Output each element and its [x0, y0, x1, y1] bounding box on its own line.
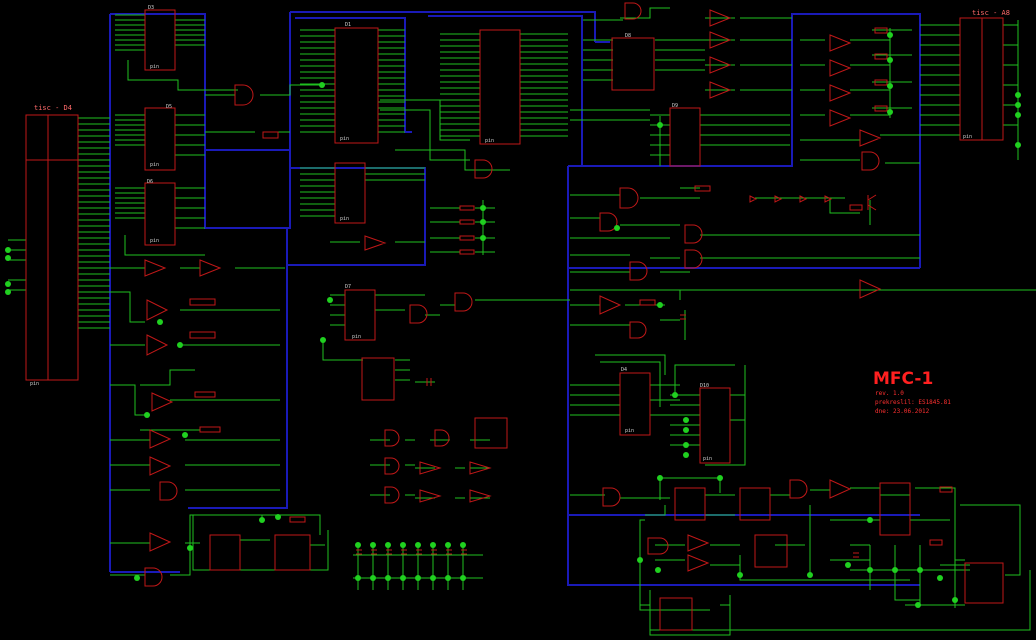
chip-d6: [144, 182, 176, 246]
chip-label: D4: [621, 367, 627, 373]
chip-d19: [879, 482, 911, 536]
chip-d14: [669, 107, 701, 167]
chip-d17: [739, 487, 771, 521]
chip-d8: [479, 29, 521, 145]
svg-text:pin: pin: [150, 238, 159, 244]
chip-d15: [274, 534, 311, 571]
chip-label: D8: [625, 33, 631, 39]
chip-label: D1: [345, 22, 351, 28]
chip-d9: [344, 289, 376, 341]
chip-labels: D3 D5 D6 D8 D9 D1 D7 D4 D10: [147, 5, 709, 389]
chip-d5: [144, 107, 176, 171]
right-connector-label: tisc - A8: [972, 9, 1010, 17]
chip-label: D10: [700, 383, 709, 389]
chip-d2: [361, 357, 395, 401]
svg-text:pin: pin: [703, 456, 712, 462]
chip-d12: [209, 534, 241, 571]
left-connector-label: tisc - D4: [34, 104, 72, 112]
chip-d3: [144, 9, 176, 71]
svg-text:pin: pin: [485, 138, 494, 144]
author-text: prekreslil: ES1845.81: [875, 399, 951, 406]
chip-d10: [699, 387, 731, 464]
pin-labels: pin pin pin pin pin pin pin pin pin pin pin: [30, 64, 972, 462]
chip-label: D5: [166, 104, 172, 110]
chip-label: D3: [148, 5, 154, 11]
chip-d20: [964, 562, 1004, 604]
chip-label: D7: [345, 284, 351, 290]
chip-d13: [611, 37, 655, 91]
chip-label: D6: [147, 179, 153, 185]
chip-d7: [334, 162, 366, 224]
schematic-title: MFC-1: [873, 369, 933, 389]
svg-text:pin: pin: [625, 428, 634, 434]
bus-lines: [109, 11, 921, 586]
chip-d1: [334, 27, 379, 144]
svg-text:pin: pin: [340, 216, 349, 222]
connector-left: [25, 114, 79, 381]
chip-d21: [659, 597, 693, 631]
chip-d18: [754, 534, 788, 568]
svg-text:pin: pin: [352, 334, 361, 340]
date-text: dne: 23.06.2012: [875, 408, 930, 415]
chip-d16: [674, 487, 706, 521]
svg-text:pin: pin: [150, 64, 159, 70]
title-block: MFC-1 rev. 1.0 prekreslil: ES1845.81 dne…: [873, 369, 951, 415]
svg-text:pin: pin: [963, 134, 972, 140]
revision-text: rev. 1.0: [875, 390, 904, 397]
junctions: [5, 32, 1021, 608]
components: [25, 2, 1004, 631]
chip-d4: [619, 372, 651, 436]
chip-label: D9: [672, 103, 678, 109]
svg-text:pin: pin: [150, 162, 159, 168]
svg-text:pin: pin: [340, 136, 349, 142]
chip-d11: [474, 417, 508, 449]
svg-text:pin: pin: [30, 381, 39, 387]
